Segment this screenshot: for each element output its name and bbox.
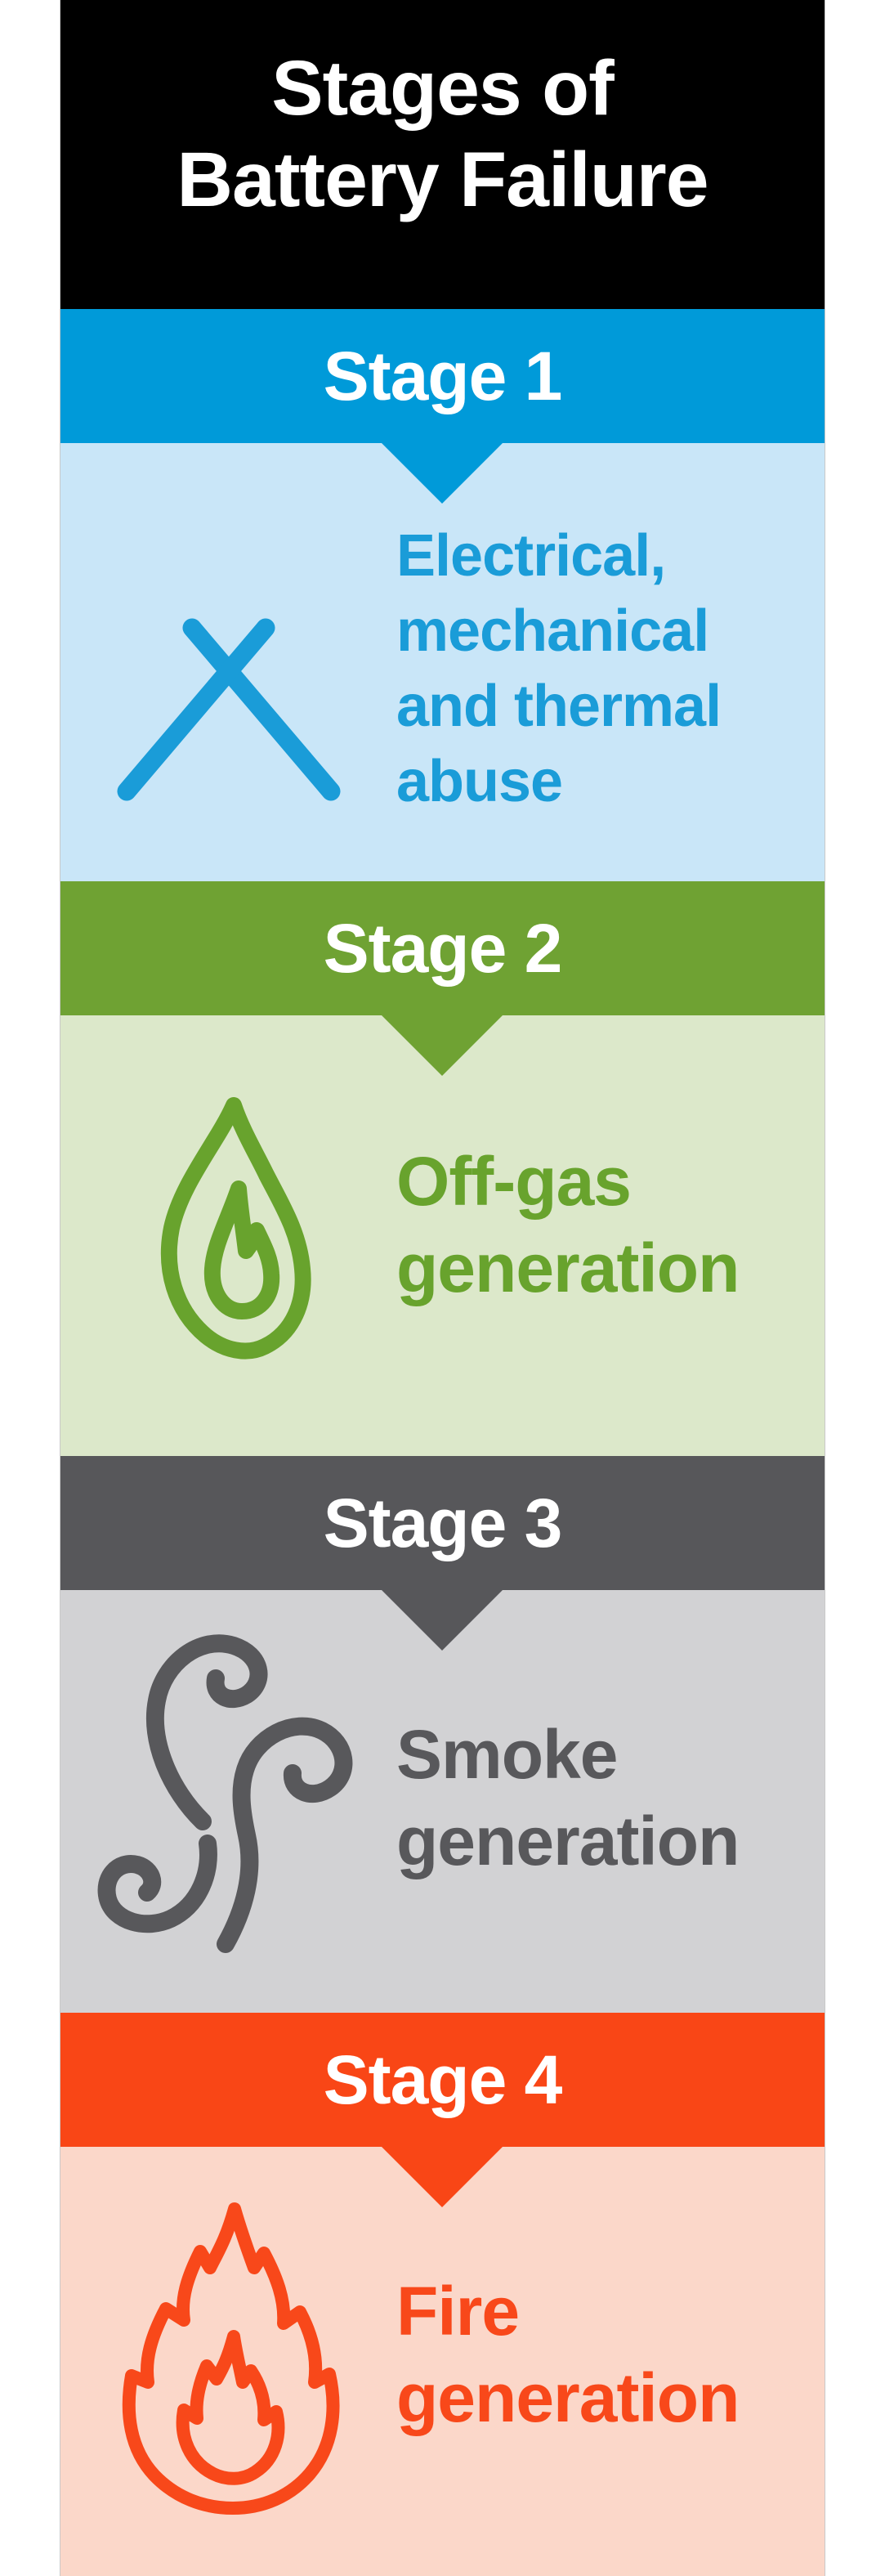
stage-3-notch-arrow [382, 1590, 503, 1651]
stage-1-body: Electrical, mechanical and thermal abuse [60, 443, 825, 881]
stage-4-description: Fire generation [396, 2268, 740, 2441]
stage-3-description-line: Smoke [396, 1716, 618, 1793]
stage-3-description: Smoke generation [396, 1711, 740, 1884]
stage-2-description-line: Off-gas [396, 1143, 632, 1220]
stage-1-band: Stage 1 [60, 309, 825, 443]
stage-1-description-line: and thermal [396, 674, 722, 739]
stage-2-band: Stage 2 [60, 881, 825, 1015]
stage-4-band: Stage 4 [60, 2013, 825, 2147]
stage-1-description: Electrical, mechanical and thermal abuse [396, 518, 722, 819]
smoke-swirls-icon [97, 1634, 353, 1953]
stage-2-body: Off-gas generation [60, 1015, 825, 1456]
stage-3-label: Stage 3 [323, 1484, 563, 1561]
stage-3-body: Smoke generation [60, 1590, 825, 2013]
stage-1-notch-arrow [382, 443, 503, 504]
page-title: Stages of Battery Failure [60, 0, 825, 226]
fire-flame-icon [122, 2202, 340, 2515]
stage-1-description-line: mechanical [396, 598, 709, 664]
stage-2-description-line: generation [396, 1230, 740, 1306]
stage-4-body: Fire generation [60, 2147, 825, 2576]
stage-2-label: Stage 2 [323, 909, 563, 987]
flame-outline-icon [160, 1097, 311, 1360]
stage-3-band: Stage 3 [60, 1456, 825, 1590]
stage-1-label: Stage 1 [323, 337, 563, 414]
infographic-header: Stages of Battery Failure [60, 0, 825, 309]
stage-3-description-line: generation [396, 1803, 740, 1879]
stage-2-description: Off-gas generation [396, 1138, 740, 1311]
x-cross-icon [117, 618, 341, 801]
page-title-line-2: Battery Failure [177, 137, 708, 223]
stage-1-description-line: Electrical, [396, 523, 666, 589]
stage-2-notch-arrow [382, 1015, 503, 1076]
stage-4-label: Stage 4 [323, 2041, 563, 2118]
page-title-line-1: Stages of [271, 45, 615, 132]
stage-4-notch-arrow [382, 2147, 503, 2207]
stage-1-description-line: abuse [396, 749, 563, 814]
stage-4-description-line: generation [396, 2359, 740, 2436]
stage-4-description-line: Fire [396, 2273, 520, 2350]
